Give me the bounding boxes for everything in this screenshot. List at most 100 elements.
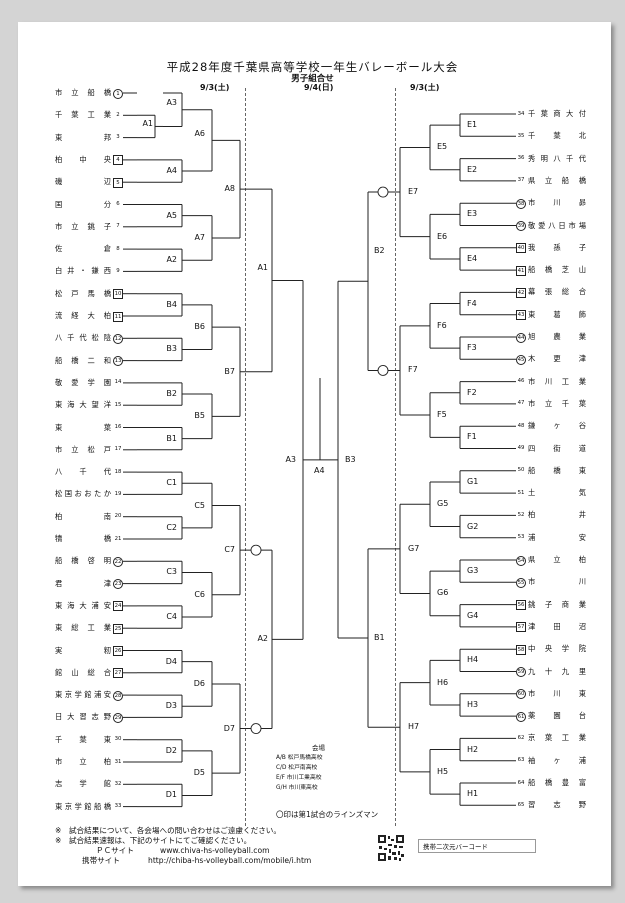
team-name: 磯辺 bbox=[55, 177, 111, 187]
seed-number: 56 bbox=[516, 600, 526, 611]
match-label-a8: A8 bbox=[224, 184, 235, 194]
match-label-b1: B1 bbox=[374, 633, 385, 643]
team-row: 東海大浦安 bbox=[55, 601, 111, 611]
team-name: 千葉東 bbox=[55, 734, 111, 744]
seed-number: 23 bbox=[113, 579, 123, 590]
team-name: 八千代松陰 bbox=[55, 333, 111, 343]
team-row: 東京学館浦安 bbox=[55, 690, 111, 700]
seed-number: 64 bbox=[517, 779, 525, 786]
seed-number: 40 bbox=[516, 243, 526, 254]
match-label-g5: G5 bbox=[437, 499, 449, 509]
seed-number: 46 bbox=[517, 378, 525, 385]
team-name: 船橋啓明 bbox=[55, 556, 111, 566]
team-row: 市立千葉 bbox=[528, 399, 586, 409]
team-row: 船橋東 bbox=[528, 466, 586, 476]
linesman-mark-icon bbox=[377, 186, 389, 198]
match-label-h1: H1 bbox=[467, 789, 479, 799]
team-name: 九十九里 bbox=[528, 666, 586, 676]
match-label-a2: A2 bbox=[257, 634, 268, 644]
match-label-g2: G2 bbox=[467, 521, 479, 531]
match-label-f5: F5 bbox=[437, 410, 447, 420]
team-name: 市立千葉 bbox=[528, 398, 586, 408]
seed-number: 7 bbox=[116, 223, 120, 230]
team-row: 秀明八千代 bbox=[528, 154, 586, 164]
team-name: 県立柏 bbox=[528, 555, 586, 564]
team-name: 実籾 bbox=[55, 645, 111, 655]
team-row: 日大習志野 bbox=[55, 712, 111, 722]
match-label-g4: G4 bbox=[467, 610, 479, 620]
team-row: 我孫子 bbox=[528, 243, 586, 253]
seed-number: 38 bbox=[516, 198, 526, 209]
seed-number: 36 bbox=[517, 155, 525, 162]
match-label-a4: A4 bbox=[314, 465, 325, 475]
team-name: 敬愛八日市場 bbox=[528, 220, 586, 230]
team-name: 市立銚子 bbox=[55, 221, 111, 231]
seed-number: 42 bbox=[516, 287, 526, 298]
team-name: 習志野 bbox=[528, 800, 586, 810]
match-label-h5: H5 bbox=[437, 766, 449, 776]
seed-number: 5 bbox=[113, 177, 123, 188]
team-row: 千葉商大付 bbox=[528, 109, 586, 119]
seed-number: 31 bbox=[114, 758, 122, 765]
pc-site-url[interactable]: www.chiva-hs-volleyball.com bbox=[160, 846, 270, 855]
team-name: 東邦 bbox=[55, 132, 111, 142]
match-label-f7: F7 bbox=[408, 365, 418, 375]
match-label-c2: C2 bbox=[166, 522, 177, 532]
date-center: 9/4(日) bbox=[304, 83, 334, 92]
seed-number: 33 bbox=[114, 803, 122, 810]
team-name: 志学館 bbox=[55, 779, 111, 789]
team-row: 犢橋 bbox=[55, 534, 111, 544]
date-right: 9/3(土) bbox=[410, 83, 440, 92]
match-label-f1: F1 bbox=[467, 432, 477, 442]
qr-code-icon bbox=[377, 834, 405, 862]
seed-number: 10 bbox=[113, 289, 123, 300]
team-row: 流経大柏 bbox=[55, 311, 111, 321]
match-label-b4: B4 bbox=[166, 299, 177, 309]
team-name: 東総工業 bbox=[55, 623, 111, 633]
team-row: 津田沼 bbox=[528, 622, 586, 632]
match-label-d7: D7 bbox=[223, 723, 235, 733]
team-name: 東海大浦安 bbox=[55, 600, 111, 610]
team-name: 浦安 bbox=[528, 532, 586, 542]
seed-number: 11 bbox=[113, 311, 123, 322]
team-row: 実籾 bbox=[55, 646, 111, 656]
team-name: 東葉 bbox=[55, 422, 111, 432]
team-row: 東葉 bbox=[55, 423, 111, 433]
mobile-site-url[interactable]: http://chiba-hs-volleyball.com/mobile/i.… bbox=[148, 856, 312, 865]
match-label-f3: F3 bbox=[467, 343, 477, 353]
team-name: 旭農業 bbox=[528, 332, 586, 341]
match-label-a3: A3 bbox=[166, 97, 177, 107]
team-row: 館山総合 bbox=[55, 668, 111, 678]
team-row: 市川 bbox=[528, 577, 586, 587]
seed-number: 48 bbox=[517, 422, 525, 429]
match-label-g1: G1 bbox=[467, 476, 479, 486]
seed-number: 39 bbox=[516, 221, 526, 231]
match-label-d2: D2 bbox=[165, 745, 177, 755]
seed-number: 58 bbox=[516, 644, 526, 655]
divider-right bbox=[395, 88, 396, 826]
venue-heading: 会場 bbox=[312, 744, 325, 752]
team-name: 幕張総合 bbox=[528, 287, 586, 297]
team-row: 木更津 bbox=[528, 354, 586, 364]
team-name: 市川昴 bbox=[528, 198, 586, 208]
seed-number: 49 bbox=[517, 445, 525, 451]
team-name: 柏南 bbox=[55, 511, 111, 521]
team-name: 千葉商大付 bbox=[528, 109, 586, 118]
seed-number: 44 bbox=[516, 332, 526, 343]
divider-left bbox=[245, 88, 246, 826]
team-row: 船橋芝山 bbox=[528, 265, 586, 275]
team-row: 松戸馬橋 bbox=[55, 289, 111, 299]
seed-number: 9 bbox=[116, 267, 120, 274]
team-row: 松国おおたか bbox=[55, 489, 111, 499]
team-name: 市川 bbox=[528, 577, 586, 587]
seed-number: 1 bbox=[113, 88, 123, 99]
match-label-b3: B3 bbox=[166, 344, 177, 354]
match-label-b3: B3 bbox=[345, 454, 356, 464]
team-name: 津田沼 bbox=[528, 621, 586, 631]
seed-number: 19 bbox=[114, 490, 122, 497]
match-label-e5: E5 bbox=[437, 142, 448, 152]
match-label-a4: A4 bbox=[166, 166, 177, 176]
team-row: 東海大望洋 bbox=[55, 400, 111, 410]
team-row: 県立柏 bbox=[528, 555, 586, 565]
team-row: 東葛飾 bbox=[528, 310, 586, 320]
